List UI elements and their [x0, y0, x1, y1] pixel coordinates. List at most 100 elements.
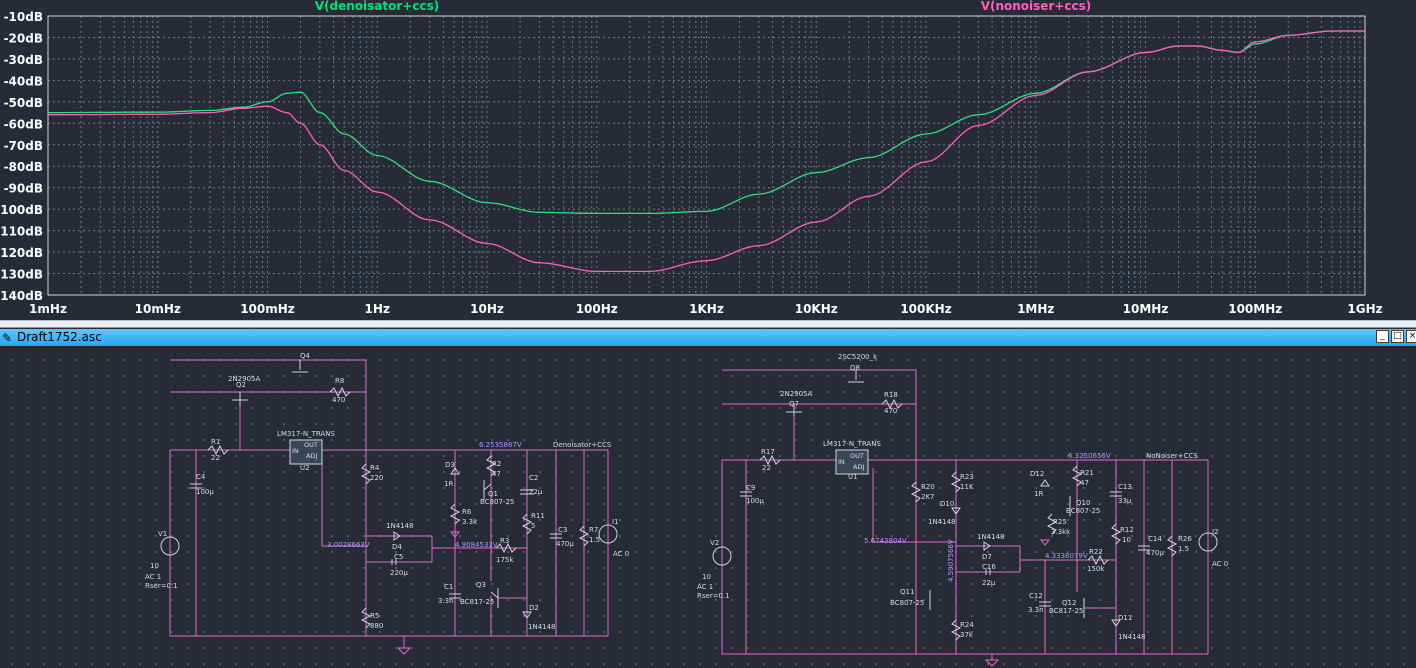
u1-ref[interactable]: U1 — [848, 473, 858, 481]
c5-value[interactable]: 220µ — [390, 569, 408, 577]
c16-ref[interactable]: C16 — [982, 563, 996, 571]
q12-value[interactable]: BC817-25 — [1049, 607, 1083, 615]
r23-ref[interactable]: R23 — [960, 473, 974, 481]
v2-ref[interactable]: V2 — [710, 539, 719, 547]
c13-ref[interactable]: C13 — [1118, 483, 1132, 491]
r21-ref[interactable]: R21 — [1080, 469, 1094, 477]
r7-ref[interactable]: R7 — [589, 526, 598, 534]
q7-value[interactable]: 2N2905A — [780, 390, 813, 398]
d7-ref[interactable]: D7 — [982, 553, 992, 561]
v2-value[interactable]: 10 — [702, 573, 711, 581]
net-label-denoisator[interactable]: Denoisator+CCS — [553, 441, 612, 449]
d11-value[interactable]: 1N4148 — [1118, 633, 1146, 641]
r1-ref[interactable]: R1 — [211, 438, 220, 446]
r20-ref[interactable]: R20 — [921, 483, 935, 491]
d11-ref[interactable]: D11 — [1118, 614, 1132, 622]
u2-ref[interactable]: U2 — [300, 464, 310, 472]
left-components[interactable] — [160, 360, 618, 629]
pane-splitter[interactable] — [0, 320, 1416, 328]
r18-ref[interactable]: R18 — [884, 391, 898, 399]
c14-value[interactable]: 470µ — [1146, 549, 1164, 557]
q12-ref[interactable]: Q12 — [1062, 599, 1076, 607]
q1-ref[interactable]: Q1 — [488, 490, 498, 498]
c5-ref[interactable]: C5 — [394, 553, 403, 561]
trace-v-nonoiser-ccs-[interactable] — [48, 30, 1365, 273]
r8-value[interactable]: 470 — [332, 396, 345, 404]
r11-ref[interactable]: R11 — [531, 512, 545, 520]
q2-value[interactable]: 2N2905A — [228, 375, 261, 383]
i2-value[interactable]: AC 0 — [1212, 560, 1228, 568]
d2-value[interactable]: 1N4148 — [528, 623, 556, 631]
trace-label-denoisator[interactable]: V(denoisator+ccs) — [315, 0, 439, 13]
d3-ref[interactable]: D3 — [445, 461, 455, 469]
r20-value[interactable]: 2K7 — [921, 493, 935, 501]
q4-ref[interactable]: Q4 — [300, 352, 311, 360]
c1-value[interactable]: 3.3n — [438, 597, 454, 605]
r12-ref[interactable]: R12 — [1120, 526, 1134, 534]
q1-value[interactable]: BC807-25 — [480, 498, 514, 506]
r12-value[interactable]: 10 — [1122, 536, 1131, 544]
r26-ref[interactable]: R26 — [1178, 535, 1192, 543]
d4-value[interactable]: 1N4148 — [386, 522, 414, 530]
q11-ref[interactable]: Q11 — [900, 588, 914, 596]
c2-ref[interactable]: C2 — [529, 474, 538, 482]
right-components[interactable] — [712, 370, 1218, 641]
q8-ref[interactable]: Q8 — [850, 364, 860, 372]
c12-value[interactable]: 3.3n — [1028, 606, 1044, 614]
r25-ref[interactable]: R25 — [1053, 518, 1067, 526]
r26-value[interactable]: 1.5 — [1178, 545, 1189, 553]
d12-ref[interactable]: D12 — [1030, 470, 1044, 478]
right-circuit-wires[interactable] — [721, 369, 1209, 655]
q2-ref[interactable]: Q2 — [236, 381, 246, 389]
c1-ref[interactable]: C1 — [444, 583, 453, 591]
r17-value[interactable]: 22 — [762, 464, 771, 472]
r3-ref[interactable]: R3 — [500, 537, 509, 545]
r4-value[interactable]: 220 — [370, 474, 383, 482]
r8-ref[interactable]: R8 — [335, 377, 344, 385]
c13-value[interactable]: 33µ — [1118, 497, 1132, 505]
q3-value[interactable]: BC817-25 — [460, 598, 494, 606]
schematic-canvas[interactable]: Q4 Q2 2N2905A R8 470 R1 22 U2 LM317-N_TR… — [0, 346, 1416, 668]
q11-value[interactable]: BC807-25 — [890, 599, 924, 607]
d7-value[interactable]: 1N4148 — [977, 533, 1005, 541]
r18-value[interactable]: 470 — [884, 407, 897, 415]
i2-ref[interactable]: I2 — [1212, 528, 1219, 536]
d3-value[interactable]: 1R — [444, 480, 453, 488]
c2-value[interactable]: 22µ — [529, 488, 543, 496]
r1-value[interactable]: 22 — [211, 454, 220, 462]
v1-ref[interactable]: V1 — [158, 530, 167, 538]
r7-value[interactable]: 1.5 — [589, 536, 600, 544]
c9-value[interactable]: 100µ — [746, 497, 764, 505]
c12-ref[interactable]: C12 — [1029, 592, 1043, 600]
c4-value[interactable]: 100µ — [196, 488, 214, 496]
q7-ref[interactable]: Q7 — [789, 400, 799, 408]
q10-ref[interactable]: Q10 — [1076, 499, 1090, 507]
r22-ref[interactable]: R22 — [1089, 548, 1103, 556]
c3-ref[interactable]: C3 — [558, 526, 567, 534]
schematic-window-titlebar[interactable]: ✎ Draft1752.asc _ □ × — [0, 329, 1416, 346]
d10-value[interactable]: 1N4148 — [928, 518, 956, 526]
restore-button[interactable]: □ — [1391, 330, 1404, 343]
r2-ref[interactable]: R2 — [492, 460, 501, 468]
r2-value[interactable]: 47 — [492, 470, 501, 478]
r5-ref[interactable]: R5 — [370, 612, 379, 620]
c9-ref[interactable]: C9 — [746, 484, 755, 492]
r24-ref[interactable]: R24 — [960, 621, 974, 629]
r6-ref[interactable]: R6 — [462, 508, 472, 516]
i1-ref[interactable]: I1 — [612, 518, 619, 526]
schematic-window-icon[interactable]: ✎ — [2, 331, 13, 345]
r5-value[interactable]: 880 — [370, 622, 383, 630]
v2-ac[interactable]: AC 1 — [697, 583, 713, 591]
i1-value[interactable]: AC 0 — [613, 550, 629, 558]
r3-value[interactable]: 175k — [496, 556, 514, 564]
q10-value[interactable]: BC807-25 — [1066, 507, 1100, 515]
left-circuit-wires[interactable] — [169, 359, 609, 637]
q3-ref[interactable]: Q3 — [476, 581, 486, 589]
r6-value[interactable]: 3.3k — [462, 518, 478, 526]
r11-value[interactable]: 5 — [531, 522, 535, 530]
v2-rser[interactable]: Rser=0.1 — [697, 592, 730, 600]
close-button[interactable]: × — [1406, 330, 1416, 343]
bode-plot[interactable]: -10dB-20dB-30dB-40dB-50dB-60dB-70dB-80dB… — [0, 0, 1416, 320]
d2-ref[interactable]: D2 — [529, 604, 539, 612]
r21-value[interactable]: 47 — [1080, 479, 1089, 487]
